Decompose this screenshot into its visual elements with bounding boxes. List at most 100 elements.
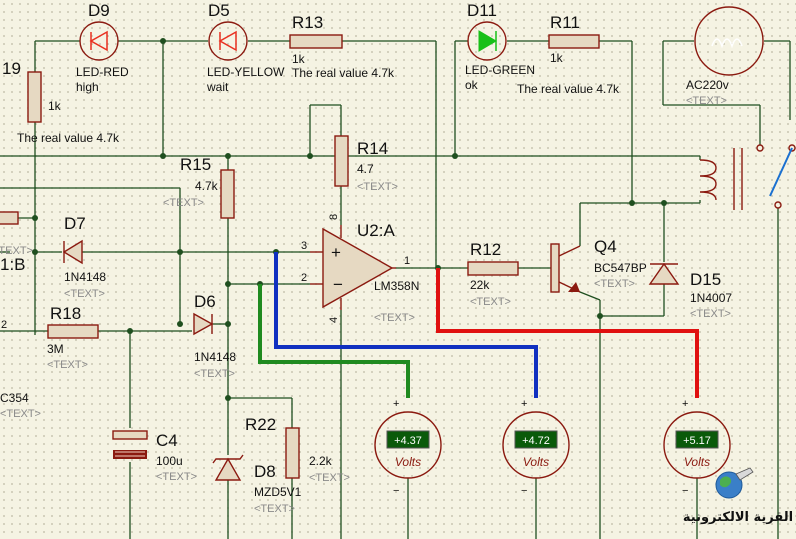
led-d9[interactable]: D9 LED-RED high (76, 1, 129, 94)
diode-d8[interactable]: D8 MZD5V1 <TEXT> (212, 454, 302, 515)
resistor-r11[interactable]: R11 1k The real value 4.7k (517, 13, 620, 96)
voltmeter-3-minus: − (682, 485, 688, 497)
capacitor-c4[interactable]: C4 100u <TEXT> (112, 430, 197, 483)
resistor-r12-text: <TEXT> (470, 296, 511, 308)
diode-d15-ref: D15 (690, 270, 721, 289)
diode-d6-text: <TEXT> (194, 368, 235, 380)
resistor-r15[interactable]: R15 4.7k <TEXT> (163, 155, 235, 219)
capacitor-text: <TEXT> (156, 471, 197, 483)
opamp-pin-out: 1 (404, 255, 410, 267)
voltmeter-1-unit: Volts (395, 455, 421, 469)
svg-text:+: + (331, 243, 341, 262)
led-d11[interactable]: D11 LED-GREEN ok (465, 1, 535, 92)
junction-dots (32, 38, 667, 401)
svg-text:−: − (333, 275, 343, 294)
voltmeter-1[interactable]: +4.37 Volts + − (374, 398, 442, 497)
voltmeter-2-minus: − (521, 485, 527, 497)
opamp-pin-gnd: 4 (328, 317, 340, 323)
resistor-r12[interactable]: R12 22k <TEXT> (467, 240, 519, 308)
voltmeter-2-unit: Volts (523, 455, 549, 469)
opamp-pin-vcc: 8 (328, 214, 340, 220)
diode-d6-type: 1N4148 (194, 350, 236, 364)
watermark-text: القرية الالكترونية (683, 510, 793, 525)
diode-d7[interactable]: D7 1N4148 <TEXT> (62, 214, 106, 300)
diode-d15-text: <TEXT> (690, 308, 731, 320)
diode-d7-ref: D7 (64, 214, 86, 233)
resistor-r14-value: 4.7 (357, 162, 374, 176)
voltmeter-3-reading: +5.17 (683, 435, 711, 447)
led-d9-note: high (76, 80, 99, 94)
led-d5-ref: D5 (208, 1, 230, 20)
resistor-r11-value: 1k (550, 51, 564, 65)
voltmeter-1-plus: + (393, 398, 399, 410)
resistor-r14-text: <TEXT> (357, 181, 398, 193)
led-d5-type: LED-YELLOW (207, 65, 285, 79)
resistor-r22-ref: R22 (245, 415, 276, 434)
resistor-r22-value: 2.2k (309, 454, 333, 468)
diode-d7-type: 1N4148 (64, 270, 106, 284)
opamp-text: <TEXT> (374, 312, 415, 324)
resistor-r22-text: <TEXT> (309, 472, 350, 484)
led-d9-ref: D9 (88, 1, 110, 20)
resistor-r13-ref: R13 (292, 13, 323, 32)
resistor-r12-ref: R12 (470, 240, 501, 259)
diode-d6[interactable]: D6 1N4148 <TEXT> (193, 292, 236, 380)
resistor-r13-note: The real value 4.7k (292, 66, 395, 80)
diode-d8-ref: D8 (254, 462, 276, 481)
resistor-r11-ref: R11 (550, 13, 580, 32)
diode-d7-text: <TEXT> (64, 288, 105, 300)
opamp-ref: U2:A (357, 221, 395, 240)
voltmeter-1-minus: − (393, 485, 399, 497)
diode-d15[interactable]: D15 1N4007 <TEXT> (648, 262, 732, 320)
resistor-r18-ref: R18 (50, 304, 81, 323)
resistor-r13[interactable]: R13 1k The real value 4.7k (289, 13, 395, 80)
transistor-q4[interactable]: Q4 BC547BP <TEXT> (550, 237, 647, 293)
voltmeter-1-reading: +4.37 (394, 435, 422, 447)
voltmeter-2[interactable]: +4.72 Volts + − (502, 398, 570, 497)
wrench-icon (735, 467, 754, 481)
led-d11-type: LED-GREEN (465, 63, 535, 77)
transistor-ref: Q4 (594, 237, 617, 256)
opamp-pin-plus: 3 (301, 240, 307, 252)
led-d5-note: wait (206, 80, 229, 94)
led-d9-type: LED-RED (76, 65, 129, 79)
opamp-type: LM358N (374, 279, 419, 293)
left-edge-text: <TEXT> (0, 408, 41, 420)
resistor-r15-text: <TEXT> (163, 197, 204, 209)
left-edge-label: 1:B (0, 255, 26, 274)
probe-wire-blue (274, 252, 538, 398)
resistor-r15-value: 4.7k (195, 179, 219, 193)
resistor-r22[interactable]: R22 2.2k <TEXT> (245, 415, 350, 484)
resistor-r18[interactable]: R18 3M <TEXT> (47, 304, 99, 371)
diode-d8-text: <TEXT> (254, 503, 295, 515)
relay[interactable] (699, 144, 796, 210)
left-edge-parts: 1:B 2 C354 <TEXT> <TEXT> (0, 211, 41, 420)
resistor-19-value: 1k (48, 99, 62, 113)
resistor-19-note: The real value 4.7k (17, 131, 120, 145)
voltmeter-3-plus: + (682, 398, 688, 410)
diode-d8-type: MZD5V1 (254, 485, 302, 499)
resistor-r14[interactable]: R14 4.7 <TEXT> (334, 135, 398, 193)
resistor-r14-ref: R14 (357, 139, 388, 158)
lamp-text: <TEXT> (686, 95, 727, 107)
led-d11-ref: D11 (467, 1, 497, 20)
led-d5[interactable]: D5 LED-YELLOW wait (206, 1, 285, 94)
opamp-u2a[interactable]: + − U2:A LM358N <TEXT> 3 2 1 8 4 (301, 214, 419, 324)
lamp[interactable]: AC220v <TEXT> (686, 6, 764, 107)
resistor-19[interactable]: 19 1k The real value 4.7k (2, 59, 120, 145)
transistor-text: <TEXT> (594, 278, 635, 290)
voltmeter-2-reading: +4.72 (522, 435, 550, 447)
resistor-19-ref: 19 (2, 59, 21, 78)
opamp-pin-minus: 2 (301, 272, 307, 284)
resistor-r15-ref: R15 (180, 155, 211, 174)
left-edge-text2: <TEXT> (0, 245, 33, 257)
capacitor-ref: C4 (156, 431, 178, 450)
voltmeter-3[interactable]: +5.17 Volts + − (663, 398, 731, 497)
resistor-r12-value: 22k (470, 278, 490, 292)
left-edge-pin: 2 (1, 319, 7, 331)
probe-wire-red (436, 268, 699, 398)
lamp-value: AC220v (686, 78, 729, 92)
voltmeter-2-plus: + (521, 398, 527, 410)
